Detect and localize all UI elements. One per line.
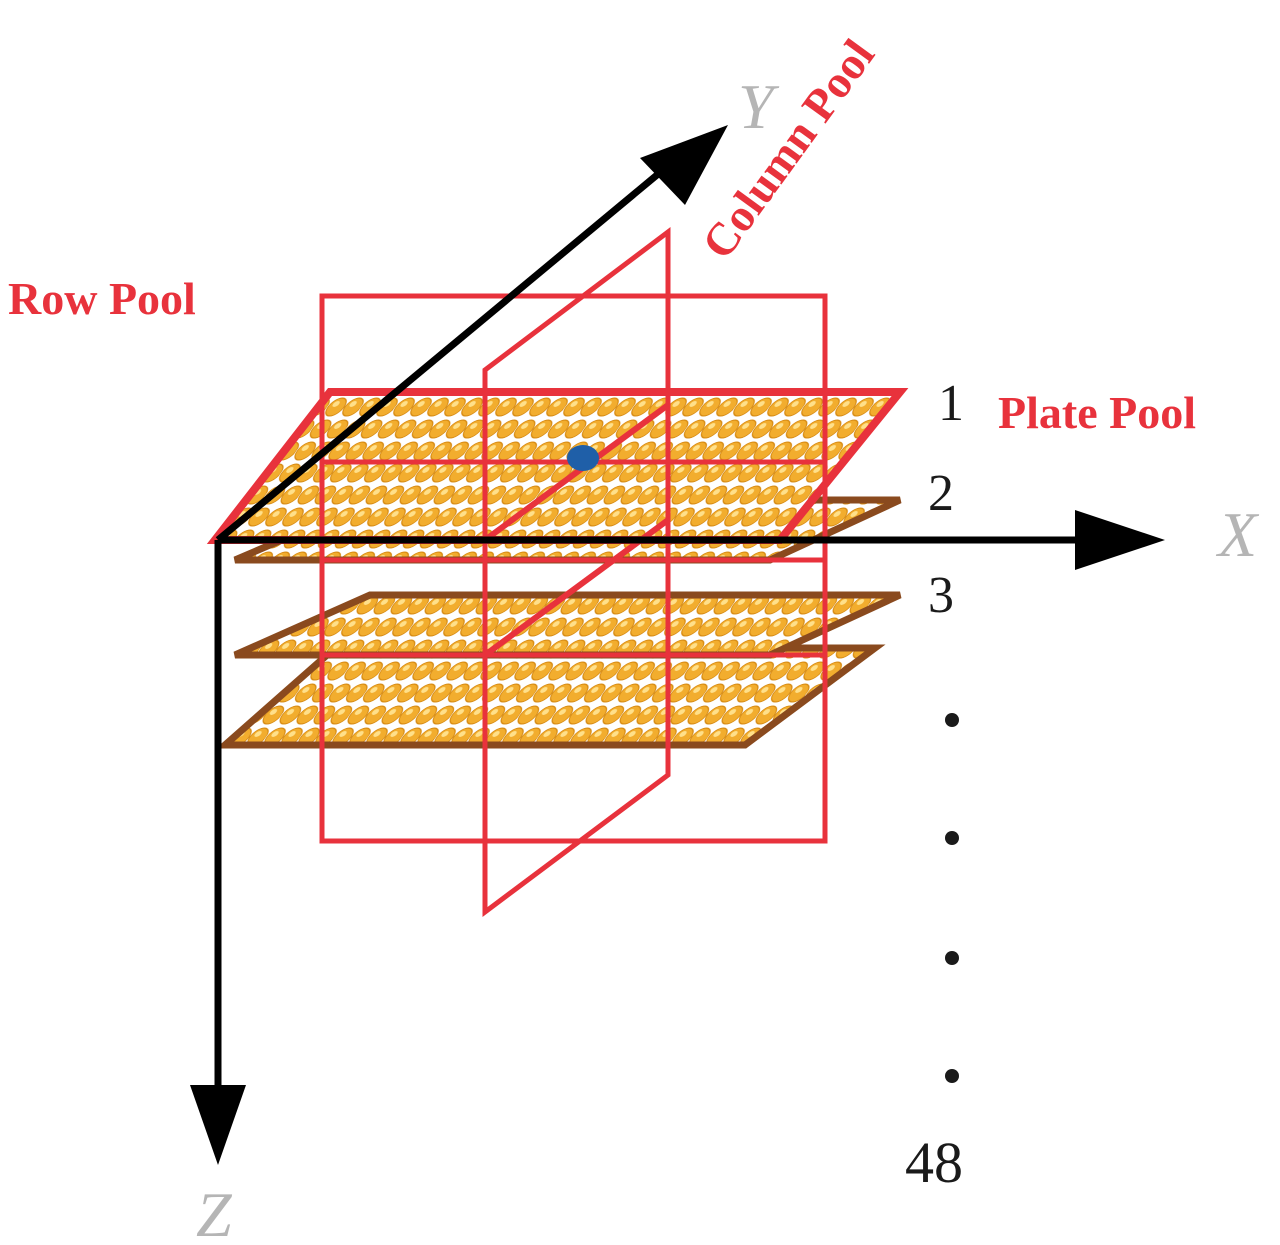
plate-number-1: 1 (938, 375, 964, 432)
row-pool-label: Row Pool (8, 273, 196, 324)
plate-number-2: 2 (928, 465, 954, 522)
ellipsis-dot-2 (945, 831, 959, 845)
axis-label-z: Z (196, 1179, 233, 1245)
plate-stack (206, 388, 909, 749)
plate-number-3: 3 (928, 567, 954, 624)
target-well-dot (567, 445, 599, 471)
plate-number-48: 48 (905, 1130, 963, 1195)
plate-pool-label: Plate Pool (998, 387, 1196, 438)
column-pool-trace-1 (483, 402, 670, 543)
column-pool-label: Column Pool (692, 30, 884, 268)
ellipsis-dot-1 (945, 713, 959, 727)
row-pool-plane (319, 293, 828, 844)
axis-label-y: Y (738, 71, 780, 142)
plate-1 (206, 388, 909, 544)
axes (190, 125, 1165, 1165)
column-pool-plane (482, 226, 671, 917)
ellipsis-dot-4 (945, 1069, 959, 1083)
x-axis-arrowhead (1075, 510, 1165, 570)
y-axis-line (215, 157, 678, 543)
ellipsis-dot-3 (945, 951, 959, 965)
y-axis-arrowhead (640, 125, 728, 205)
z-axis-arrowhead (190, 1085, 246, 1165)
axis-label-x: X (1215, 499, 1260, 570)
